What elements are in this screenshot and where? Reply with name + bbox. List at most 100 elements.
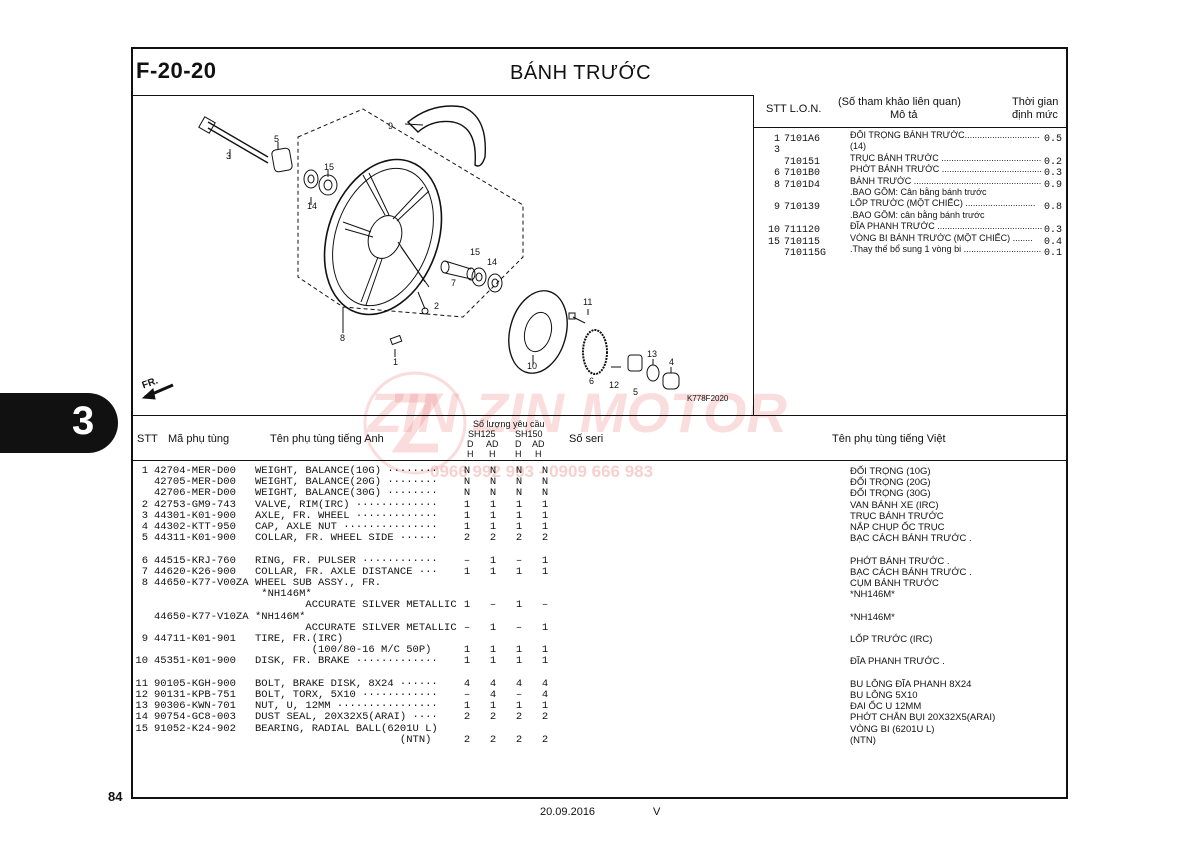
part-name-vn: *NH146M* <box>850 611 895 623</box>
labor-stt: 8 <box>773 179 780 191</box>
part-qty: N <box>541 465 549 477</box>
table-row: 44650-K77-V10ZA*NH146M**NH146M* <box>134 611 1064 623</box>
labor-time: 0.3 <box>1043 225 1062 237</box>
labor-stt: 9 <box>773 202 780 214</box>
part-name-en: AXLE, FR. WHEEL ············· <box>255 509 438 522</box>
part-qty: – <box>515 554 523 567</box>
part-qty: 2 <box>541 733 549 746</box>
part-number: 90131-KPB-751 <box>154 689 236 701</box>
part-number: 42705-MER-D00 <box>154 476 236 489</box>
part-qty: 1 <box>515 655 523 668</box>
header-qty-title: Số lượng yêu cầu <box>473 419 545 429</box>
part-stt: 12 <box>135 689 148 701</box>
part-qty: 1 <box>489 655 497 668</box>
part-name-vn: PHỚT BÁNH TRƯỚC . <box>850 555 950 567</box>
svg-text:7: 7 <box>451 278 456 288</box>
part-name-en: VALVE, RIM(IRC) ············· <box>255 498 438 511</box>
part-qty: 2 <box>489 532 497 545</box>
header-h-1: H <box>467 449 474 459</box>
labor-stt: 1 <box>773 134 780 145</box>
labor-lon: 7101A6 <box>784 134 821 145</box>
svg-text:14: 14 <box>487 257 497 267</box>
part-number: 42704-MER-D00 <box>154 465 236 477</box>
labor-stt: 15 <box>767 236 780 248</box>
part-name-en: BEARING, RADIAL BALL(6201U L) <box>255 722 438 735</box>
labor-stt: 3 <box>773 145 780 157</box>
labor-time: 0.4 <box>1043 236 1062 248</box>
part-qty: 1 <box>463 700 471 713</box>
labor-row: .BAO GỒM: cân bằng bánh trước <box>760 210 1062 221</box>
labor-time: 0.1 <box>1043 248 1062 259</box>
part-qty: 1 <box>515 509 523 522</box>
part-qty: 1 <box>515 498 523 511</box>
part-stt: 3 <box>141 509 148 522</box>
part-qty: 4 <box>515 677 523 690</box>
header-stt: STT <box>137 433 158 445</box>
header-name-english: Tên phụ tùng tiếng Anh <box>270 433 384 445</box>
part-number: 44515-KRJ-760 <box>154 554 236 567</box>
part-qty: 4 <box>541 677 549 690</box>
svg-text:4: 4 <box>669 357 674 367</box>
divider <box>131 415 1068 416</box>
svg-text:10: 10 <box>527 361 537 371</box>
part-qty: 1 <box>515 644 523 657</box>
part-name-en: NUT, U, 12MM ················ <box>255 700 438 713</box>
svg-text:5: 5 <box>274 134 279 144</box>
figure-code: F-20-20 <box>136 58 217 83</box>
labor-row: .BAO GỒM: Cân bằng bánh trước <box>760 187 1062 198</box>
part-qty: N <box>541 476 549 489</box>
part-qty: 4 <box>489 689 497 701</box>
header-h-2: H <box>489 449 496 459</box>
watermark-logo-icon <box>363 371 467 475</box>
svg-text:6: 6 <box>589 376 594 386</box>
part-name-vn: BẠC CÁCH BÁNH TRƯỚC . <box>850 566 972 578</box>
table-row <box>134 544 1064 555</box>
part-name-en: BOLT, BRAKE DISK, 8X24 ······ <box>255 677 438 690</box>
labor-lon: 710139 <box>784 202 821 214</box>
labor-time: 0.5 <box>1043 134 1062 145</box>
part-qty: 1 <box>515 599 523 612</box>
part-stt: 15 <box>135 722 148 735</box>
labor-desc: VÒNG BI BÁNH TRƯỚC (MỘT CHIẾC) ........ <box>850 232 1033 243</box>
labor-desc: .BAO GỒM: Cân bằng bánh trước <box>850 187 987 197</box>
part-stt: 13 <box>135 700 148 713</box>
part-number: 44620-K26-900 <box>154 565 236 578</box>
part-number: 90306-KWN-701 <box>154 700 236 713</box>
header-d-1: D <box>467 439 474 449</box>
part-stt: 2 <box>141 498 148 511</box>
divider <box>753 127 1068 128</box>
part-stt: 4 <box>141 521 148 533</box>
divider <box>131 95 753 96</box>
part-qty: – <box>463 689 471 701</box>
part-qty: 2 <box>463 532 471 545</box>
part-qty: N <box>463 487 471 500</box>
part-name-vn: (NTN) <box>850 734 876 746</box>
part-qty: 1 <box>541 509 549 522</box>
right-header-desc-top: (Số tham khảo liên quan) <box>838 96 961 108</box>
part-stt: 14 <box>135 711 148 724</box>
part-name-vn: BU LÔNG 5X10 <box>850 690 918 701</box>
footer-date: 20.09.2016 <box>540 806 596 818</box>
part-number: 90105-KGH-900 <box>154 677 236 690</box>
part-name-en: WEIGHT, BALANCE(20G) ········ <box>255 476 438 489</box>
part-stt: 6 <box>141 554 148 567</box>
part-qty: 2 <box>489 733 497 746</box>
part-name-vn: ĐỐI TRỌNG (20G) <box>850 477 931 489</box>
labor-time: 0.2 <box>1043 156 1062 168</box>
svg-text:15: 15 <box>470 247 480 257</box>
part-stt: 11 <box>135 677 148 690</box>
part-qty: 1 <box>541 700 549 713</box>
part-qty: – <box>463 621 471 634</box>
part-qty: 4 <box>489 677 497 690</box>
part-name-vn: ĐĨA PHANH TRƯỚC . <box>850 656 945 668</box>
part-number: 45351-K01-900 <box>154 655 236 668</box>
svg-text:9: 9 <box>388 121 393 131</box>
part-name-vn: PHỚT CHẮN BỤI 20X32X5(ARAI) <box>850 712 996 724</box>
